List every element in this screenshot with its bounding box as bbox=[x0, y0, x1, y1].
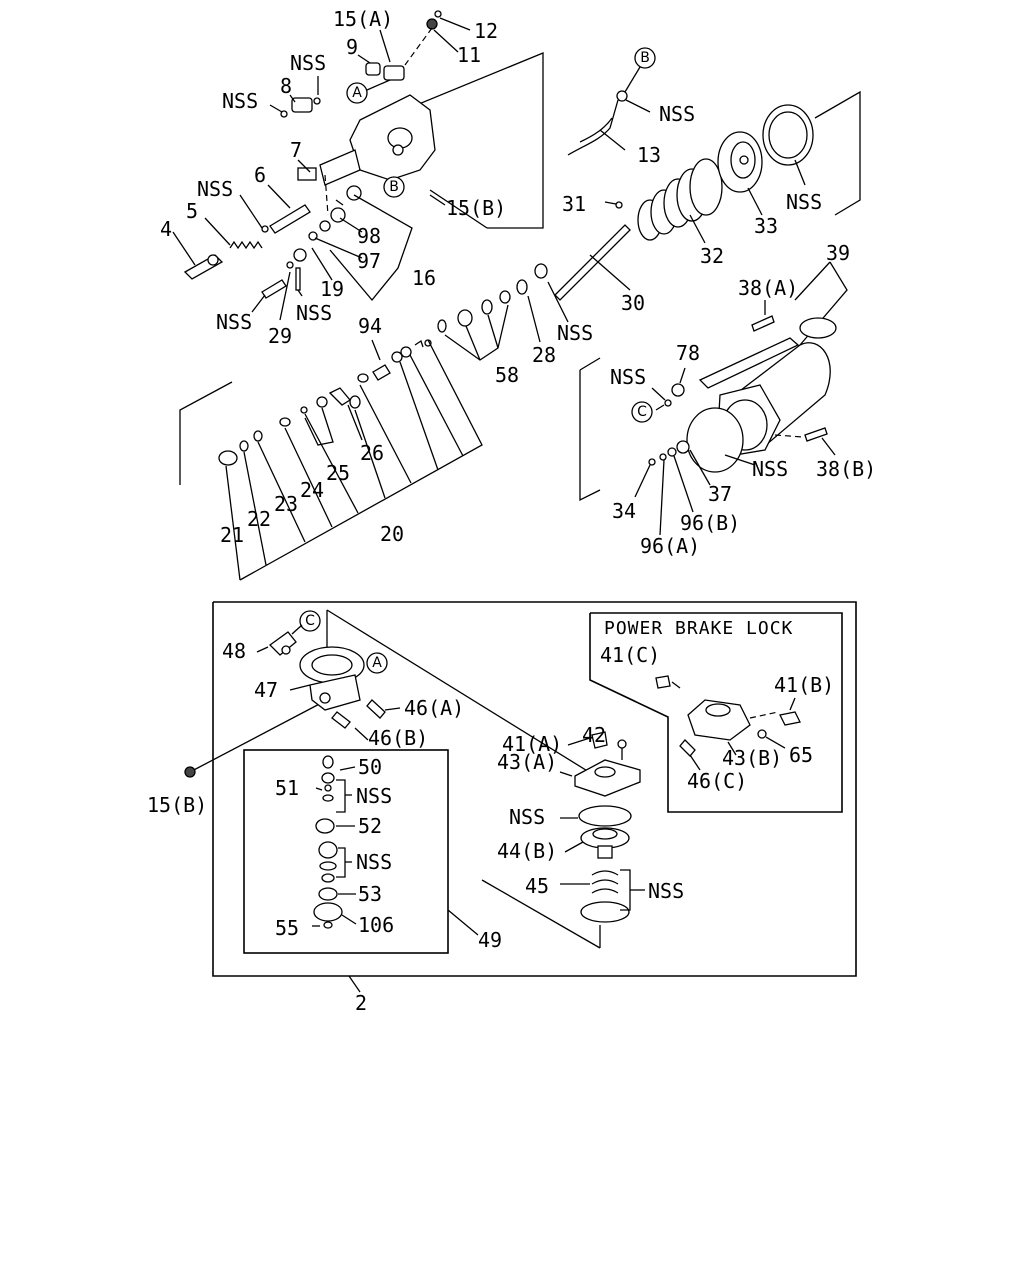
part-label: 38(A) bbox=[738, 276, 798, 300]
part-label: 45 bbox=[525, 874, 549, 898]
part-label: 43(B) bbox=[722, 746, 782, 770]
part-label: 106 bbox=[358, 913, 394, 937]
part-label: 15(B) bbox=[147, 793, 207, 817]
part-label: 5 bbox=[186, 199, 198, 223]
part-label: NSS bbox=[197, 177, 233, 201]
part-labels: 15(A) 12 11 9 NSS 8 NSS 7 NSS 6 5 4 15(B… bbox=[147, 7, 876, 1015]
part-label: NSS bbox=[659, 102, 695, 126]
part-label: NSS bbox=[216, 310, 252, 334]
part-label: NSS bbox=[296, 301, 332, 325]
part-label: 8 bbox=[280, 74, 292, 98]
part-label: 20 bbox=[380, 522, 404, 546]
part-label: 25 bbox=[326, 461, 350, 485]
part-label: 22 bbox=[247, 507, 271, 531]
part-label: 6 bbox=[254, 163, 266, 187]
part-label: 15(B) bbox=[446, 196, 506, 220]
part-label: 55 bbox=[275, 916, 299, 940]
callout-letters: A B B C C A bbox=[291, 47, 656, 674]
part-label: 26 bbox=[360, 441, 384, 465]
part-label: 50 bbox=[358, 755, 382, 779]
part-label: 78 bbox=[676, 341, 700, 365]
part-label: 53 bbox=[358, 882, 382, 906]
part-label: 44(B) bbox=[497, 839, 557, 863]
part-label: 46(C) bbox=[687, 769, 747, 793]
part-label: 21 bbox=[220, 523, 244, 547]
part-label: 49 bbox=[478, 928, 502, 952]
part-label: 43(A) bbox=[497, 750, 557, 774]
part-label: 94 bbox=[358, 314, 382, 338]
part-label: 41(A) bbox=[502, 732, 562, 756]
part-label: 41(B) bbox=[774, 673, 834, 697]
part-label: 29 bbox=[268, 324, 292, 348]
part-label: 31 bbox=[562, 192, 586, 216]
part-label: 23 bbox=[274, 492, 298, 516]
callout-c-right: C bbox=[637, 404, 647, 420]
part-label: NSS bbox=[222, 89, 258, 113]
part-label: 28 bbox=[532, 343, 556, 367]
part-label: 47 bbox=[254, 678, 278, 702]
part-label: 34 bbox=[612, 499, 636, 523]
part-label: 19 bbox=[320, 277, 344, 301]
part-label: NSS bbox=[356, 850, 392, 874]
part-label: 96(A) bbox=[640, 534, 700, 558]
part-label: 38(B) bbox=[816, 457, 876, 481]
part-label: 39 bbox=[826, 241, 850, 265]
part-label: 15(A) bbox=[333, 7, 393, 31]
part-label: 97 bbox=[357, 249, 381, 273]
part-label: NSS bbox=[648, 879, 684, 903]
part-label: NSS bbox=[786, 190, 822, 214]
part-label: 52 bbox=[358, 814, 382, 838]
part-label: 13 bbox=[637, 143, 661, 167]
part-label: 37 bbox=[708, 482, 732, 506]
part-label: 96(B) bbox=[680, 511, 740, 535]
part-label: 32 bbox=[700, 244, 724, 268]
part-label: 30 bbox=[621, 291, 645, 315]
piston-parts-group bbox=[179, 290, 511, 581]
part-label: 48 bbox=[222, 639, 246, 663]
part-label: 24 bbox=[300, 478, 324, 502]
part-label: 33 bbox=[754, 214, 778, 238]
part-label: 65 bbox=[789, 743, 813, 767]
part-label: 46(A) bbox=[404, 696, 464, 720]
part-label: 41(C) bbox=[600, 643, 660, 667]
callout-a-top: A bbox=[352, 85, 362, 101]
callout-a-bottom: A bbox=[372, 655, 382, 671]
callout-c-bottom: C bbox=[305, 613, 315, 629]
part-label: NSS bbox=[610, 365, 646, 389]
part-label: 98 bbox=[357, 224, 381, 248]
callout-b-top: B bbox=[389, 179, 399, 195]
part-label: 46(B) bbox=[368, 726, 428, 750]
part-label: 11 bbox=[457, 43, 481, 67]
part-label: NSS bbox=[557, 321, 593, 345]
part-label: 9 bbox=[346, 35, 358, 59]
part-label: 58 bbox=[495, 363, 519, 387]
part-label: NSS bbox=[509, 805, 545, 829]
inset-title: POWER BRAKE LOCK bbox=[604, 618, 793, 639]
booster-group bbox=[516, 90, 861, 536]
relay-valve-group bbox=[184, 601, 857, 993]
part-label: 2 bbox=[355, 991, 367, 1015]
part-label: 16 bbox=[412, 266, 436, 290]
part-label: NSS bbox=[752, 457, 788, 481]
part-label: NSS bbox=[290, 51, 326, 75]
callout-b-right: B bbox=[640, 50, 650, 66]
part-label: 51 bbox=[275, 776, 299, 800]
part-label: 7 bbox=[290, 138, 302, 162]
part-label: 12 bbox=[474, 19, 498, 43]
part-label: 4 bbox=[160, 217, 172, 241]
part-label: 42 bbox=[582, 723, 606, 747]
part-label: NSS bbox=[356, 784, 392, 808]
valve-body-group bbox=[172, 10, 544, 321]
